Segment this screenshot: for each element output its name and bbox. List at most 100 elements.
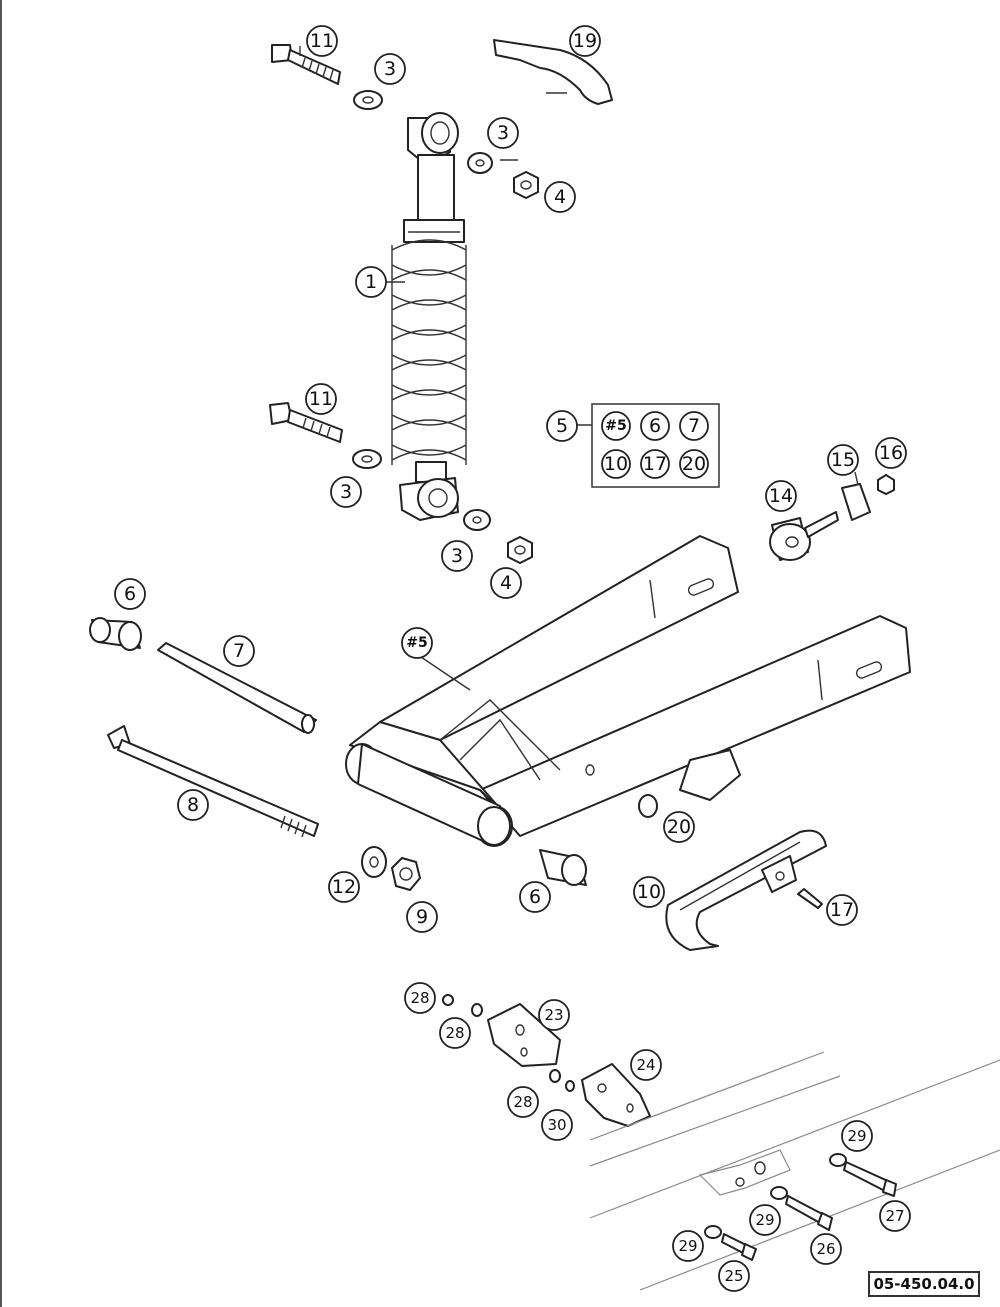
callout-11-upper[interactable]: 11 [306,25,338,57]
bracket-plate [493,39,613,105]
svg-text:29: 29 [847,1127,866,1145]
svg-text:4: 4 [554,186,566,208]
callout-9[interactable]: 9 [406,901,438,933]
callout-19[interactable]: 19 [569,25,601,57]
callout-20[interactable]: 20 [663,811,695,843]
svg-text:6: 6 [529,886,541,908]
bushing-6-left [89,617,142,651]
callout-swingarm-tag[interactable]: #5 [401,627,433,659]
callout-28-bottom[interactable]: 28 [507,1086,539,1118]
kit-item-17[interactable]: 17 [640,449,670,479]
svg-text:17: 17 [830,899,854,921]
svg-text:23: 23 [544,1006,563,1024]
callout-3-upper-left[interactable]: 3 [374,53,406,85]
callout-4-lower[interactable]: 4 [490,567,522,599]
svg-text:5: 5 [556,415,568,437]
svg-text:19: 19 [573,30,597,52]
spacer-20 [638,794,658,818]
callout-28-top[interactable]: 28 [404,982,436,1014]
svg-text:25: 25 [724,1267,743,1285]
kit-item-7[interactable]: 7 [679,411,709,441]
chain-guide-bracket [442,994,651,1127]
washer-3-set [352,90,493,531]
callout-27[interactable]: 27 [879,1200,911,1232]
svg-text:20: 20 [682,453,706,475]
svg-text:3: 3 [497,122,509,144]
svg-text:10: 10 [637,881,661,903]
bolt-lower [269,402,343,443]
svg-text:28: 28 [410,989,429,1007]
callout-8[interactable]: 8 [177,789,209,821]
callout-6-right[interactable]: 6 [519,881,551,913]
leader-lines [299,46,859,691]
svg-text:10: 10 [604,453,628,475]
callout-7[interactable]: 7 [223,635,255,667]
spacer-tube [157,642,317,734]
bolt-upper [271,44,341,85]
callout-5[interactable]: 5 [546,410,578,442]
kit-item-swingarm[interactable]: #5 [601,411,631,441]
kit-item-20[interactable]: 20 [679,449,709,479]
svg-text:#5: #5 [605,418,626,434]
svg-text:3: 3 [384,58,396,80]
frame-section [589,1051,1000,1291]
svg-text:11: 11 [309,388,333,410]
callout-3-lower-left[interactable]: 3 [330,476,362,508]
svg-text:1: 1 [365,271,377,293]
callout-11-lower[interactable]: 11 [305,383,337,415]
callout-17[interactable]: 17 [826,894,858,926]
svg-text:6: 6 [649,415,661,437]
swingarm [345,535,911,847]
svg-text:12: 12 [332,876,356,898]
callout-12[interactable]: 12 [328,871,360,903]
kit-item-6[interactable]: 6 [640,411,670,441]
screw-17 [797,888,823,909]
pivot-axle [107,725,319,838]
bushing-6-right [539,849,587,886]
callout-29-center[interactable]: 29 [749,1204,781,1236]
callout-4-upper[interactable]: 4 [544,181,576,213]
callout-15[interactable]: 15 [827,444,859,476]
callout-28-middle[interactable]: 28 [439,1017,471,1049]
mounting-bolts [704,1153,897,1261]
callout-29-left[interactable]: 29 [672,1230,704,1262]
svg-text:7: 7 [233,640,245,662]
kit-item-10[interactable]: 10 [601,449,631,479]
callout-3-upper-right[interactable]: 3 [487,117,519,149]
callout-25[interactable]: 25 [718,1260,750,1292]
svg-text:9: 9 [416,906,428,928]
callout-10[interactable]: 10 [633,876,665,908]
callout-3-lower-right[interactable]: 3 [441,540,473,572]
nut-9 [391,857,421,891]
svg-text:20: 20 [667,816,691,838]
svg-text:17: 17 [643,453,667,475]
callout-1[interactable]: 1 [355,266,387,298]
callout-26[interactable]: 26 [810,1233,842,1265]
svg-text:15: 15 [831,449,855,471]
rubber-buffer-assembly [769,474,895,561]
callout-23[interactable]: 23 [538,999,570,1031]
svg-text:3: 3 [340,481,352,503]
svg-text:3: 3 [451,545,463,567]
callout-24[interactable]: 24 [630,1049,662,1081]
callout-6-left[interactable]: 6 [114,578,146,610]
callout-29-right[interactable]: 29 [841,1120,873,1152]
svg-text:24: 24 [636,1056,655,1074]
svg-text:28: 28 [445,1024,464,1042]
svg-text:14: 14 [769,485,793,507]
svg-text:29: 29 [678,1237,697,1255]
nut-4-set [507,171,539,564]
callout-30[interactable]: 30 [541,1109,573,1141]
svg-text:26: 26 [816,1240,835,1258]
svg-text:28: 28 [513,1093,532,1111]
callout-16[interactable]: 16 [875,437,907,469]
svg-text:8: 8 [187,794,199,816]
callout-14[interactable]: 14 [765,480,797,512]
chain-slider [665,829,827,951]
svg-text:27: 27 [885,1207,904,1225]
svg-text:29: 29 [755,1211,774,1229]
svg-text:7: 7 [688,415,700,437]
svg-text:11: 11 [310,30,334,52]
